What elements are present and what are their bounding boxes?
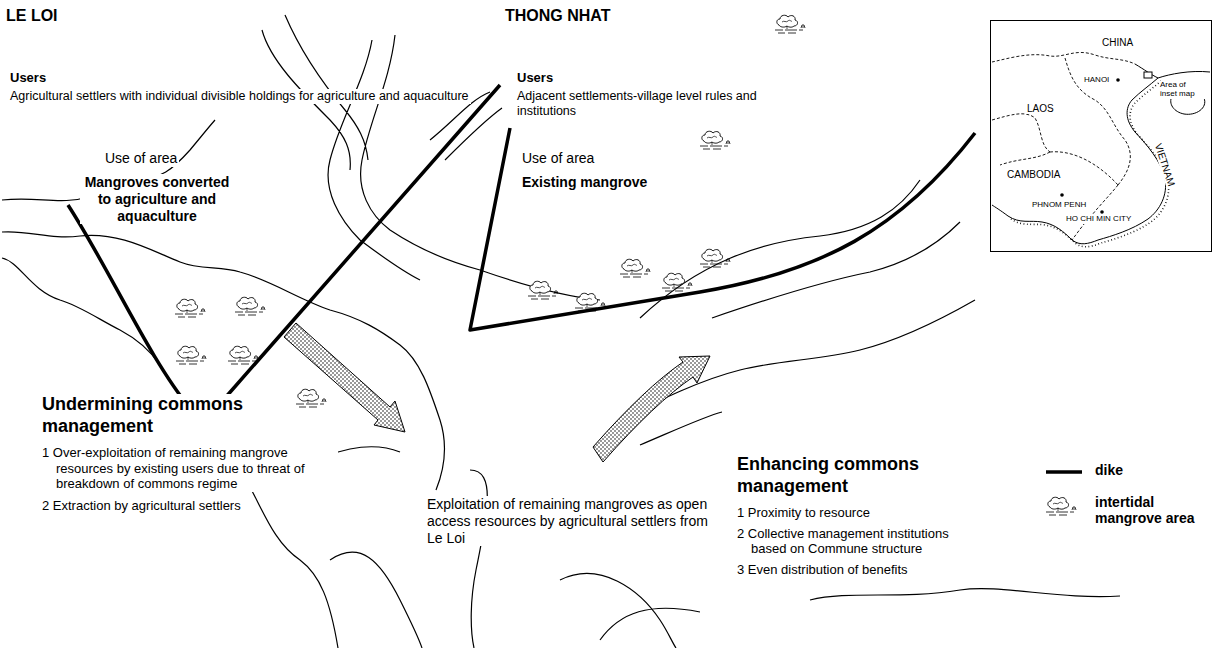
coastline — [992, 64, 1210, 244]
section-heading: Users — [8, 70, 48, 86]
mangrove-symbol — [528, 281, 558, 299]
city-dot — [1100, 210, 1104, 214]
legend-line-sample — [1046, 472, 1082, 473]
legend-mangrove-sample — [1046, 497, 1076, 515]
factor-item: 1 Over-exploitation of remaining mangrov… — [40, 445, 338, 492]
mangrove-symbol — [700, 249, 730, 267]
mangrove-symbol-sample — [1046, 497, 1076, 515]
country-borders — [992, 52, 1135, 240]
village-heading: LE LOI — [4, 6, 60, 25]
le-loi-dike — [68, 85, 500, 413]
mangrove-symbol — [228, 346, 258, 364]
dike-line-sample — [1046, 470, 1082, 474]
legend-text: dike — [1093, 462, 1125, 478]
city-name: HO CHI MIN CITY — [1065, 215, 1132, 224]
inset-area-label: Area of inset map — [1159, 81, 1205, 99]
country-name: CAMBODIA — [1006, 169, 1061, 180]
river-channels — [2, 15, 1120, 648]
section-heading: Users — [515, 70, 555, 86]
city-dot — [1116, 78, 1120, 82]
land-use-text: Mangroves converted to agriculture and a… — [80, 174, 234, 224]
thong-nhat-dike — [470, 128, 975, 330]
city-name: HANOI — [1083, 76, 1110, 85]
village-heading: THONG NHAT — [503, 6, 612, 25]
mangrove-symbol — [296, 389, 326, 407]
mangrove-symbol — [575, 293, 605, 311]
city-name: PHNOM PENH — [1031, 201, 1087, 210]
country-name: CHINA — [1101, 37, 1134, 48]
mangrove-symbol — [620, 259, 650, 277]
stippled-flow-arrow — [284, 323, 405, 432]
mangrove-symbol — [175, 299, 205, 317]
coastal-stipple — [1011, 81, 1169, 247]
description-text: Adjacent settlements-village level rules… — [515, 89, 809, 119]
factor-item: 1 Proximity to resource — [735, 505, 872, 521]
mangrove-symbols — [175, 15, 805, 407]
factor-item: 2 Collective management institutions bas… — [735, 526, 953, 557]
city-dot — [1060, 193, 1064, 197]
stippled-flow-arrow — [593, 356, 710, 462]
mangrove-symbol — [235, 297, 265, 315]
country-name: LAOS — [1026, 103, 1055, 114]
inset-map-frame: CHINA HANOI Area of inset mapLAOS VIETNAM CA… — [990, 20, 1212, 252]
factor-item: 3 Even distribution of benefits — [735, 562, 910, 578]
inset-area-marker — [1144, 72, 1152, 78]
section-heading: Use of area — [520, 150, 596, 167]
country-name: VIETNAM — [1153, 141, 1178, 189]
inset-map-drawing — [992, 52, 1210, 246]
legend-text: intertidal mangrove area — [1093, 494, 1217, 526]
section-heading: Use of area — [103, 150, 179, 167]
factor-heading: Undermining commons management — [40, 394, 294, 437]
description-text: Agricultural settlers with individual di… — [8, 89, 471, 104]
factor-item: 2 Extraction by agricultural settlers — [40, 498, 243, 514]
mangrove-symbol — [700, 131, 730, 149]
mangrove-symbol — [176, 346, 206, 364]
factor-heading: Enhancing commons management — [735, 454, 979, 497]
flow-annotation: Exploitation of remaining mangroves as o… — [425, 496, 719, 546]
mangrove-symbol — [662, 273, 692, 291]
land-use-text: Existing mangrove — [520, 174, 649, 191]
mangrove-symbol — [775, 15, 805, 33]
